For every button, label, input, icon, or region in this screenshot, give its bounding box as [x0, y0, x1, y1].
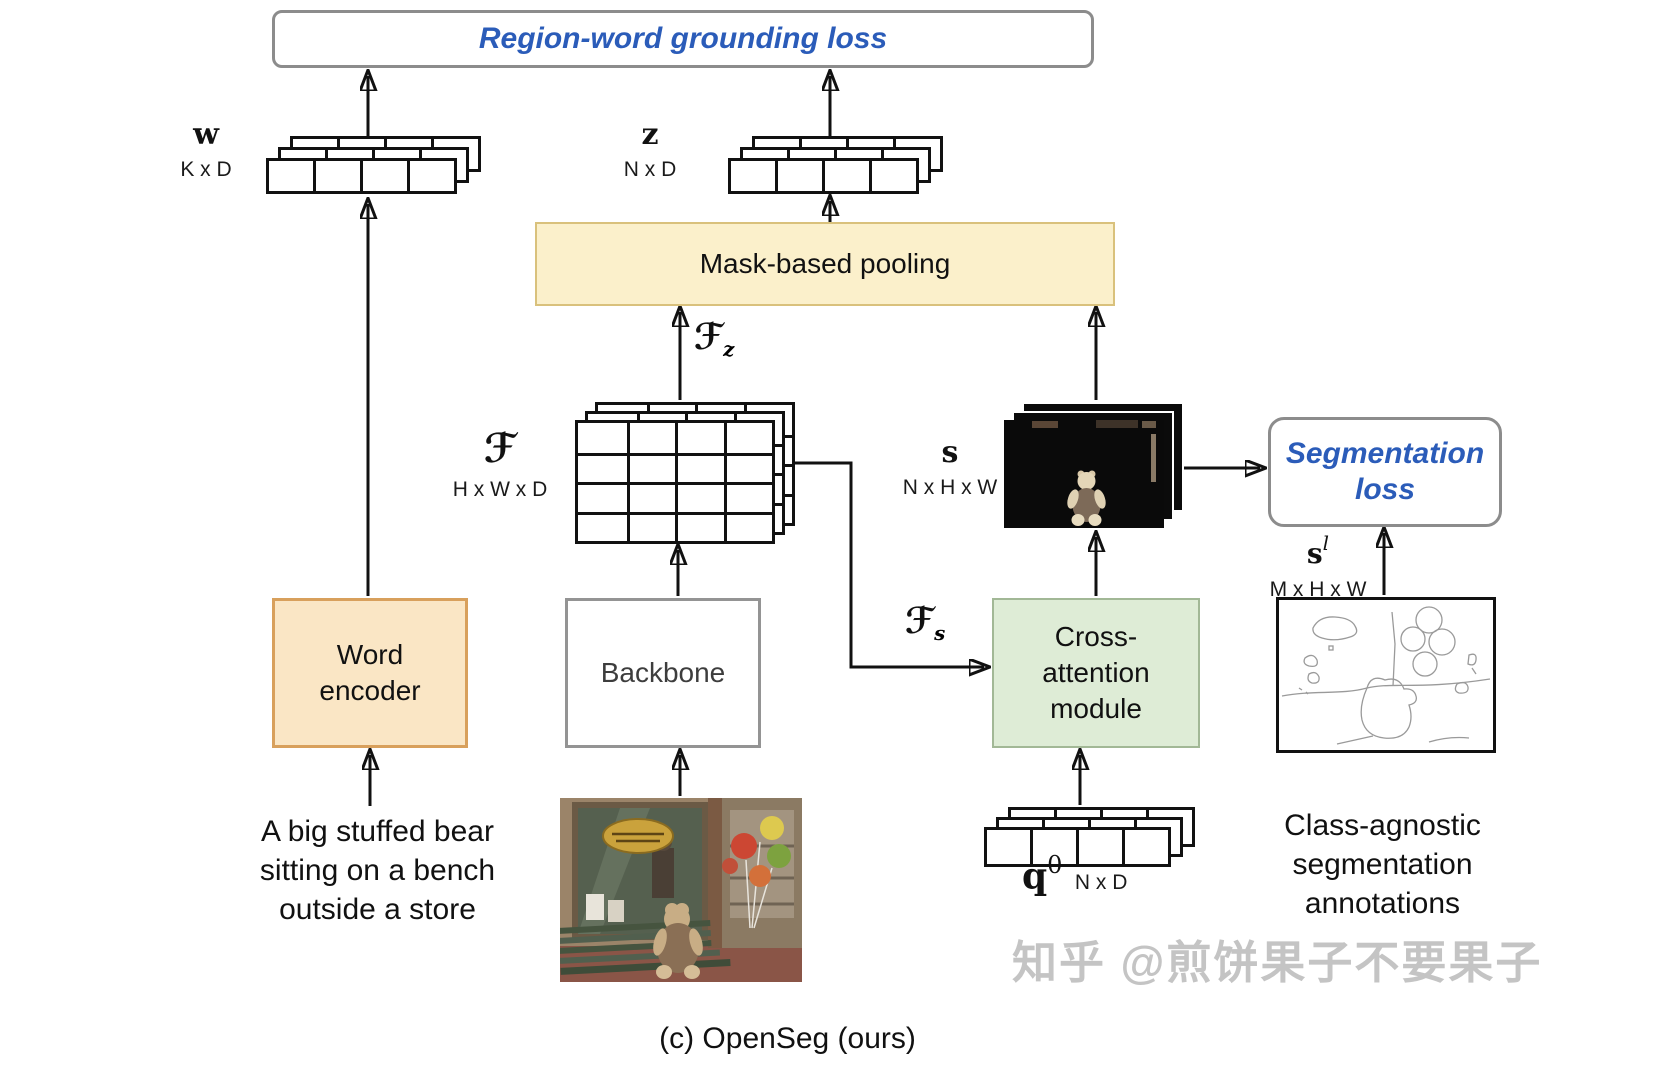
input-photo: [558, 798, 802, 982]
annotations-caption-line3: annotations: [1304, 887, 1461, 920]
w-symbol: w: [193, 117, 219, 152]
annotations-caption: Class-agnostic segmentation annotations: [1210, 806, 1555, 923]
backbone-box: Backbone: [565, 598, 761, 748]
s-symbol: s: [941, 435, 959, 470]
soft-mask-stack: [1004, 402, 1189, 532]
s-l-dims: M x H x W: [1269, 578, 1367, 601]
w-embedding-stack: [266, 136, 496, 202]
feature-grid-front: [575, 420, 775, 544]
s-l-tensor-label: sl M x H x W: [1252, 528, 1384, 602]
cross-attention-label-line2: attention: [1042, 657, 1150, 688]
f-z-symbol: ℱ: [694, 317, 724, 358]
q-superscript: 0: [1047, 851, 1063, 879]
input-text-line2: sitting on a bench: [259, 854, 496, 887]
s-dims: N x H x W: [902, 476, 998, 499]
z-dims: N x D: [623, 158, 677, 181]
f-s-label: ℱs: [905, 600, 945, 645]
mask-based-pooling-label: Mask-based pooling: [699, 248, 951, 279]
s-l-symbol: s: [1306, 537, 1323, 570]
mask-based-pooling-box: Mask-based pooling: [535, 222, 1115, 306]
feature-map-stack: [575, 402, 805, 548]
mask-layer-front: [1004, 420, 1164, 528]
region-word-grounding-loss-label: Region-word grounding loss: [478, 22, 888, 55]
segmentation-annotation-image: [1276, 597, 1496, 753]
w-dims: K x D: [180, 158, 232, 181]
f-z-subscript: z: [723, 336, 735, 361]
region-word-grounding-loss-box: Region-word grounding loss: [272, 10, 1094, 68]
z-stack-layer-front: [728, 158, 919, 194]
word-encoder-box: Word encoder: [272, 598, 468, 748]
f-s-symbol: ℱ: [905, 601, 935, 642]
query-stack: [984, 807, 1209, 875]
z-symbol: z: [641, 117, 659, 152]
segmentation-loss-box: Segmentation loss: [1268, 417, 1502, 527]
z-embedding-stack: [728, 136, 958, 202]
f-symbol: ℱ: [483, 426, 517, 472]
segmentation-loss-label-line1: Segmentation: [1285, 437, 1485, 470]
word-encoder-label-line1: Word: [336, 639, 404, 670]
cross-attention-label-line3: module: [1050, 693, 1142, 724]
z-tensor-label: z N x D: [594, 120, 706, 182]
backbone-label: Backbone: [600, 657, 726, 688]
f-z-label: ℱz: [694, 316, 734, 361]
segmentation-loss-label-line2: loss: [1354, 473, 1416, 506]
input-text-line3: outside a store: [279, 893, 476, 926]
annotation-sketch: [1281, 606, 1491, 745]
annotations-caption-line2: segmentation: [1292, 848, 1473, 881]
word-encoder-label-line2: encoder: [319, 675, 421, 706]
cross-attention-label-line1: Cross-: [1054, 621, 1138, 652]
annotations-caption-line1: Class-agnostic: [1284, 809, 1481, 842]
w-tensor-label: w K x D: [150, 120, 262, 182]
w-stack-layer-front: [266, 158, 457, 194]
f-dims: H x W x D: [452, 478, 548, 501]
input-text-caption: A big stuffed bear sitting on a bench ou…: [205, 812, 550, 929]
figure-caption: (c) OpenSeg (ours): [659, 1022, 916, 1055]
q-dims: N x D: [1074, 870, 1128, 894]
q-symbol: q: [1022, 855, 1048, 898]
watermark: 知乎 @煎饼果子不要果子: [1012, 937, 1543, 988]
storefront-photo: [558, 798, 802, 982]
f-tensor-label: ℱ H x W x D: [425, 428, 575, 502]
input-text-line1: A big stuffed bear: [261, 815, 494, 848]
s-tensor-label: s N x H x W: [880, 438, 1020, 500]
f-s-subscript: s: [934, 620, 946, 645]
q-tensor-label: q0 N x D: [1022, 850, 1127, 895]
q-stack-layer-front: [984, 827, 1171, 867]
s-l-superscript: l: [1322, 531, 1330, 555]
cross-attention-module-box: Cross- attention module: [992, 598, 1200, 748]
